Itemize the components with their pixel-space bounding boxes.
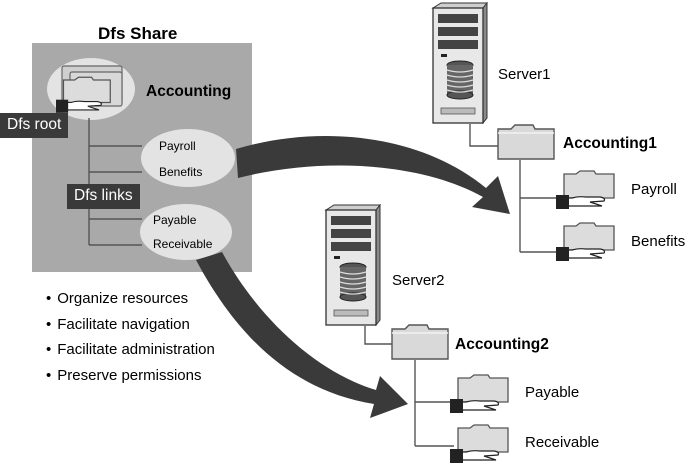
benefits-list: Organize resources Facilitate navigation… (46, 290, 215, 392)
arrow-to-server2 (196, 252, 408, 418)
accounting2-folder-icon (391, 324, 449, 360)
root-folder-label: Accounting (146, 83, 232, 100)
dfs-root-callout: Dfs root (0, 113, 69, 138)
root-shared-folder-icon (56, 65, 123, 114)
server2-receivable-shared-folder-icon (450, 424, 509, 464)
server1-payroll-shared-folder-icon (556, 170, 615, 210)
list-item: Facilitate navigation (46, 316, 215, 342)
list-item: Organize resources (46, 290, 215, 316)
server2-tree-lines (364, 326, 454, 447)
server1-payroll-label: Payroll (631, 181, 677, 198)
dfs-share-title: Dfs Share (98, 24, 178, 43)
dfs-links-callout: Dfs links (67, 184, 140, 209)
server1-benefits-label: Benefits (631, 233, 686, 250)
server1-benefits-shared-folder-icon (556, 222, 615, 262)
link-receivable-label: Receivable (153, 237, 213, 251)
server2-receivable-label: Receivable (525, 434, 600, 451)
dfs-tree-lines (88, 118, 142, 246)
server2-icon (325, 204, 381, 326)
list-item: Facilitate administration (46, 341, 215, 367)
server2-payable-shared-folder-icon (450, 374, 509, 414)
server2-label: Server2 (392, 272, 445, 289)
arrow-to-server1 (236, 135, 510, 214)
link-payable-label: Payable (153, 213, 197, 227)
server1-label: Server1 (498, 66, 551, 83)
link-group-1-ellipse (141, 129, 235, 187)
accounting1-label: Accounting1 (563, 135, 657, 152)
server2-payable-label: Payable (525, 384, 580, 401)
link-group-2-ellipse (140, 204, 232, 260)
link-benefits-label: Benefits (159, 165, 203, 179)
server1-tree-lines (469, 124, 560, 253)
accounting1-folder-icon (497, 124, 555, 160)
list-item: Preserve permissions (46, 367, 215, 393)
link-payroll-label: Payroll (159, 139, 196, 153)
accounting2-label: Accounting2 (455, 336, 549, 353)
server1-icon (432, 2, 488, 124)
